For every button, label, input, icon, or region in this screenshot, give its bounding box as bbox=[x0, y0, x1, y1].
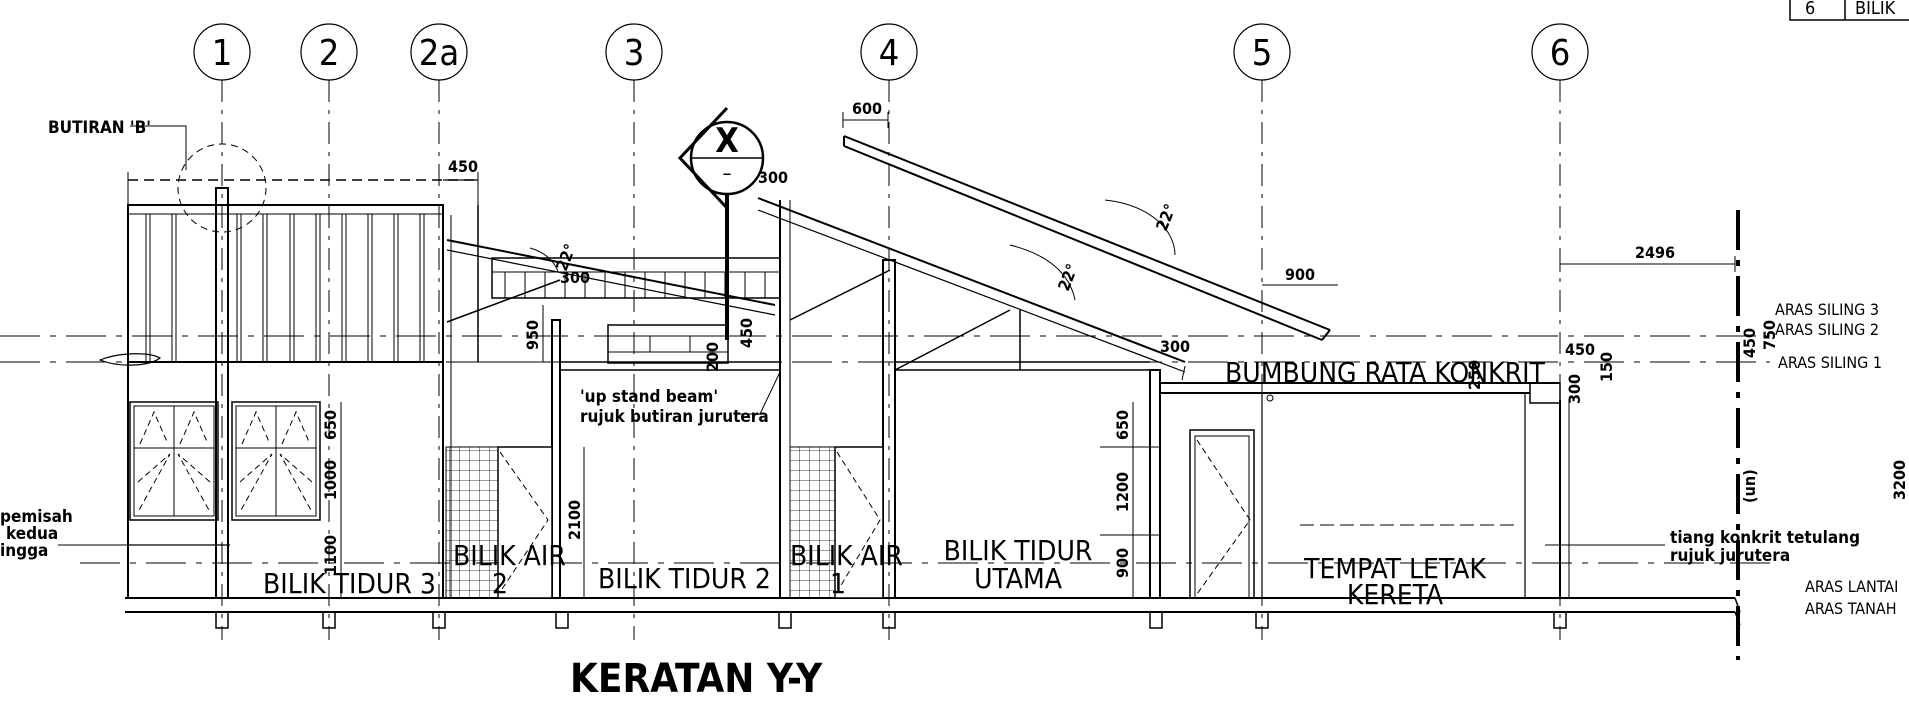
room-label-bilik-air-2-num: 2 bbox=[492, 567, 508, 600]
dim-300-top: 300 bbox=[758, 168, 788, 187]
unit-label: (un) bbox=[1740, 469, 1759, 503]
room-label-bilik-air-2: BILIK AIR bbox=[453, 539, 566, 572]
dim-3200: 3200 bbox=[1890, 460, 1909, 500]
grid-labels: 1 2 2a 3 4 5 6 bbox=[212, 33, 1571, 74]
dimension-lines bbox=[340, 112, 1736, 598]
dim-1000: 1000 bbox=[321, 460, 340, 500]
level-lantai: ARAS LANTAI bbox=[1805, 577, 1898, 596]
left-note-1: pemisah bbox=[0, 507, 73, 527]
dim-600: 600 bbox=[852, 99, 882, 118]
grid-label-2a: 2a bbox=[419, 33, 459, 74]
level-siling-2: ARAS SILING 2 bbox=[1775, 320, 1879, 339]
room-label-tempat-letak: TEMPAT LETAK bbox=[1303, 552, 1487, 585]
tiang-note-1: tiang konkrit tetulang bbox=[1670, 528, 1860, 548]
dim-450-top: 450 bbox=[448, 157, 478, 176]
room-label-bilik-air-1-num: 1 bbox=[830, 567, 846, 600]
dim-450-lvl: 450 bbox=[1740, 328, 1759, 358]
room-label-bumbung-rata: BUMBUNG RATA KONKRIT bbox=[1225, 356, 1545, 389]
upstand-note-2: rujuk butiran jurutera bbox=[580, 407, 769, 427]
dim-900-v: 900 bbox=[1113, 548, 1132, 578]
dim-300-porch: 300 bbox=[1565, 374, 1584, 404]
dim-200: 200 bbox=[703, 342, 722, 372]
room-label-utama: UTAMA bbox=[974, 562, 1063, 595]
dim-300-mid: 300 bbox=[560, 268, 590, 287]
butiran-label: BUTIRAN 'B' bbox=[48, 118, 151, 138]
marker-sub: – bbox=[723, 161, 732, 185]
dim-150: 150 bbox=[1597, 352, 1616, 382]
left-block bbox=[98, 187, 479, 599]
tiang-note-2: rujuk jurutera bbox=[1670, 546, 1790, 566]
right-main-block bbox=[757, 135, 1331, 599]
level-labels: ARAS SILING 3 ARAS SILING 2 ARAS SILING … bbox=[1775, 300, 1898, 618]
dim-650-right: 650 bbox=[1113, 410, 1132, 440]
dim-450-porch: 450 bbox=[1565, 340, 1595, 359]
grid-label-5: 5 bbox=[1252, 33, 1273, 74]
dim-1200: 1200 bbox=[1113, 472, 1132, 512]
room-label-bilik-tidur-utama: BILIK TIDUR bbox=[944, 534, 1093, 567]
dim-2100: 2100 bbox=[565, 500, 584, 540]
grid-label-6: 6 bbox=[1550, 33, 1571, 74]
room-label-kereta: KERETA bbox=[1347, 578, 1444, 611]
middle-block bbox=[445, 200, 791, 599]
section-marker bbox=[677, 106, 765, 340]
level-tanah: ARAS TANAH bbox=[1805, 599, 1897, 618]
schedule-table-fragment: 6 BILIK bbox=[1789, 0, 1909, 21]
dim-250: 250 bbox=[1465, 360, 1484, 390]
room-label-bilik-tidur-3: BILIK TIDUR 3 bbox=[263, 567, 436, 600]
grid-label-3: 3 bbox=[624, 33, 645, 74]
dimension-texts: 600 450 300 300 300 900 2496 450 450 150… bbox=[321, 99, 1909, 578]
left-note-3: ingga bbox=[0, 541, 48, 561]
room-labels: BILIK TIDUR 3 BILIK AIR 2 BILIK TIDUR 2 … bbox=[263, 356, 1545, 611]
dim-angle-1: 22° bbox=[1152, 201, 1180, 233]
marker-letter: X bbox=[715, 121, 739, 161]
dim-750: 750 bbox=[1760, 320, 1779, 350]
level-siling-3: ARAS SILING 3 bbox=[1775, 300, 1879, 319]
upstand-note-1: 'up stand beam' bbox=[580, 387, 718, 407]
dim-900: 900 bbox=[1285, 265, 1315, 284]
dim-1100: 1100 bbox=[321, 535, 340, 575]
butiran-callout bbox=[127, 125, 479, 233]
dim-2496: 2496 bbox=[1635, 243, 1675, 262]
grid-label-1: 1 bbox=[212, 33, 233, 74]
level-siling-1: ARAS SILING 1 bbox=[1778, 353, 1882, 372]
dim-450-beam: 450 bbox=[737, 318, 756, 348]
room-label-bilik-air-1: BILIK AIR bbox=[790, 539, 903, 572]
table-text: BILIK bbox=[1855, 0, 1896, 19]
room-label-bilik-tidur-2: BILIK TIDUR 2 bbox=[598, 562, 771, 595]
car-porch bbox=[1159, 382, 1570, 598]
left-note-2: kedua bbox=[6, 524, 58, 544]
table-number: 6 bbox=[1805, 0, 1815, 19]
dim-angle-2: 22° bbox=[1054, 261, 1082, 293]
dim-650-left: 650 bbox=[321, 410, 340, 440]
notes: 'up stand beam' rujuk butiran jurutera t… bbox=[0, 371, 1860, 566]
floor-slab bbox=[125, 597, 1741, 629]
dim-950: 950 bbox=[523, 320, 542, 350]
grid-label-4: 4 bbox=[879, 33, 900, 74]
dim-300-right: 300 bbox=[1160, 337, 1190, 356]
grid-label-2: 2 bbox=[319, 33, 340, 74]
drawing-title: KERATAN Y-Y bbox=[570, 656, 823, 702]
